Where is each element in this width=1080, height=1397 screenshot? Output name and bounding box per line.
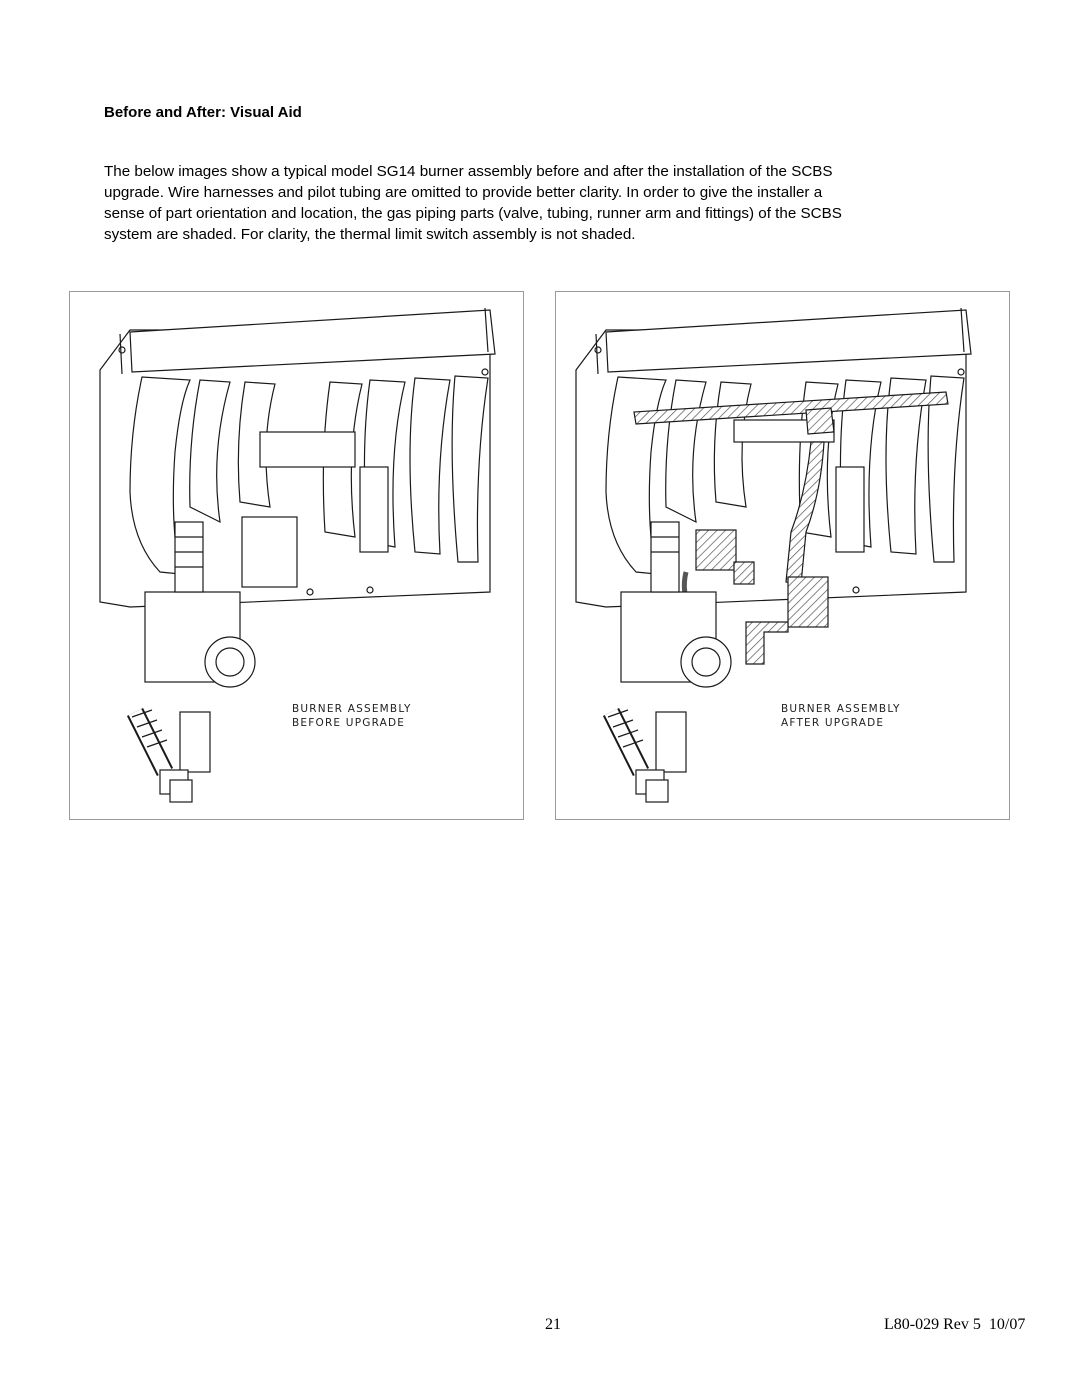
page-number: 21 — [545, 1316, 561, 1333]
document-reference: L80-029 Rev 5 10/07 — [884, 1316, 1026, 1333]
caption-line: BEFORE UPGRADE — [292, 717, 405, 729]
intro-paragraph: The below images show a typical model SG… — [104, 161, 984, 245]
figure-burner-before: BURNER ASSEMBLY BEFORE UPGRADE — [69, 291, 524, 820]
caption-line: BURNER ASSEMBLY — [781, 703, 901, 715]
caption-line: AFTER UPGRADE — [781, 717, 884, 729]
burner-after-drawing: BURNER ASSEMBLY AFTER UPGRADE — [575, 307, 972, 803]
caption-line: BURNER ASSEMBLY — [292, 703, 412, 715]
paragraph-line: upgrade. Wire harnesses and pilot tubing… — [104, 184, 823, 201]
paragraph-line: sense of part orientation and location, … — [104, 205, 842, 222]
section-heading: Before and After: Visual Aid — [104, 104, 302, 121]
paragraph-line: The below images show a typical model SG… — [104, 163, 833, 180]
paragraph-line: system are shaded. For clarity, the ther… — [104, 226, 636, 243]
figure-burner-after: BURNER ASSEMBLY AFTER UPGRADE — [555, 291, 1010, 820]
burner-before-drawing: BURNER ASSEMBLY BEFORE UPGRADE — [99, 307, 496, 803]
